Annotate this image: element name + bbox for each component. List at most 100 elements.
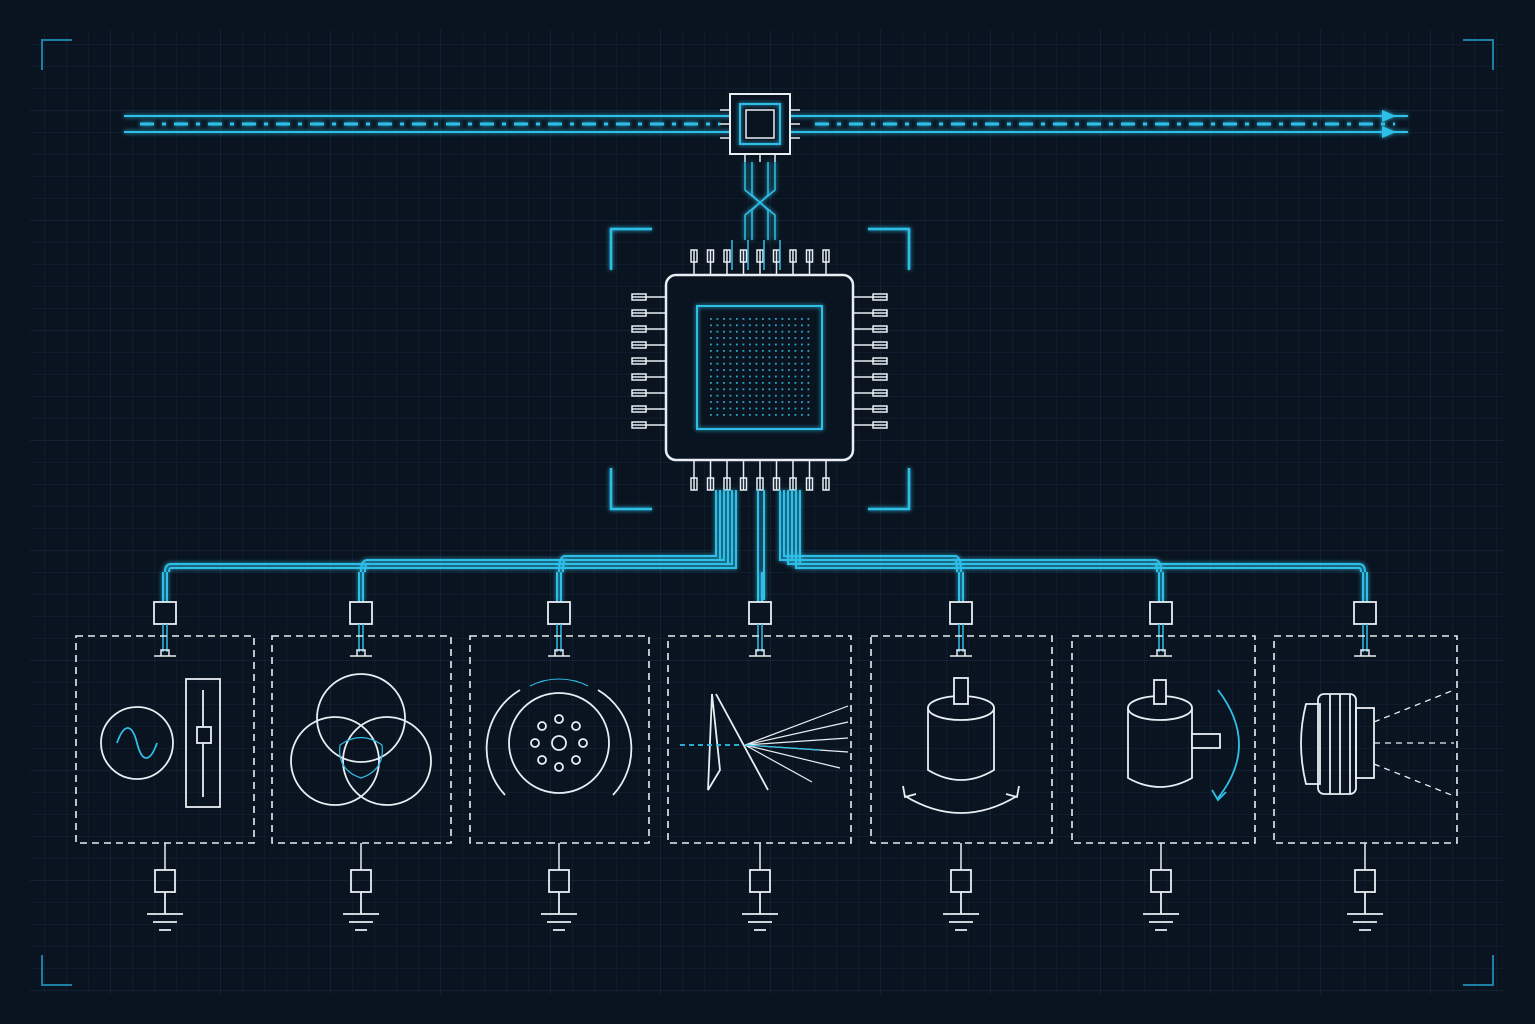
die-dot <box>723 401 725 403</box>
connector-square <box>153 601 177 625</box>
chip-pin <box>822 460 830 491</box>
die-dot <box>742 388 745 391</box>
die-dot <box>775 401 777 403</box>
connector-trace <box>1362 624 1368 652</box>
connector-terminal <box>548 649 570 657</box>
chip-pin <box>739 460 748 491</box>
ground-symbol <box>943 892 979 931</box>
die-dot <box>768 382 771 384</box>
die-dot <box>807 356 810 359</box>
chip-pin <box>739 249 748 275</box>
die-dot <box>736 407 738 410</box>
die-dot <box>781 324 784 327</box>
die-dot <box>807 343 810 346</box>
die-dot <box>794 343 797 346</box>
die-dot <box>710 337 712 339</box>
die-dot <box>736 388 738 391</box>
die-dot <box>736 330 738 333</box>
die-dot <box>710 330 712 333</box>
die-dot <box>723 318 725 320</box>
chip-pin <box>690 460 698 491</box>
die-dot <box>794 362 797 365</box>
chip-pin <box>853 421 888 429</box>
die-dot <box>768 414 771 416</box>
die-dot <box>781 388 784 391</box>
die-dot <box>723 330 725 333</box>
bus-trace <box>164 490 733 573</box>
chip-pin <box>805 249 814 275</box>
rotation-arrow <box>904 795 1018 814</box>
chip-corner-brackets <box>609 227 911 511</box>
die-dot <box>807 394 810 397</box>
chip-pin <box>631 309 666 317</box>
die-dot <box>749 362 751 365</box>
die-dot <box>710 375 712 378</box>
chip-pin <box>631 357 666 365</box>
die-dot <box>742 318 745 320</box>
speaker-dot <box>571 721 581 731</box>
fan-beam <box>744 705 849 746</box>
sound-arc-left <box>485 689 521 796</box>
die-dot <box>794 324 797 327</box>
die-dot <box>755 324 758 327</box>
chip-pin <box>789 249 797 275</box>
die-dot <box>762 318 764 320</box>
die-dot <box>736 375 738 378</box>
die-dot <box>762 394 764 397</box>
module-rotary-motor <box>870 601 1053 931</box>
bus-drop <box>358 572 364 602</box>
die-dot <box>788 375 790 378</box>
die-dot <box>775 343 777 346</box>
die-dot <box>788 318 790 320</box>
die-dot <box>807 407 810 410</box>
ground-symbol <box>343 892 379 931</box>
die-dot <box>801 362 803 365</box>
die-dot <box>788 356 790 359</box>
venn-center <box>339 736 383 779</box>
rotation-arrowhead <box>1211 789 1227 802</box>
connector-trace <box>556 624 562 652</box>
die-dot <box>801 318 803 320</box>
die-dot <box>768 318 771 320</box>
die-dot <box>768 343 771 346</box>
die-dot <box>755 356 758 359</box>
die-dot <box>788 407 790 410</box>
motor-shaft <box>953 677 969 705</box>
chip-pin <box>631 421 666 429</box>
camera-lens-icon <box>1300 689 1455 797</box>
die-dot <box>736 382 738 384</box>
module-signal-generator <box>75 601 255 931</box>
chip-pin <box>690 249 698 275</box>
distribution-bus <box>162 490 1368 602</box>
die-dot <box>781 343 784 346</box>
die-dot <box>762 356 764 359</box>
die-dot <box>781 318 784 320</box>
module-box <box>271 635 452 844</box>
die-dot <box>723 356 725 359</box>
chip-pin <box>631 293 666 301</box>
die-dot <box>775 356 777 359</box>
die-dot <box>801 401 803 403</box>
die-dot <box>781 401 784 403</box>
die-dot <box>755 414 758 416</box>
bus-arrow-top <box>1382 110 1396 122</box>
die-dot <box>729 394 732 397</box>
die-dot <box>788 401 790 403</box>
chip-pin <box>706 249 715 275</box>
die-dot <box>716 401 719 403</box>
chip-pin <box>723 460 731 491</box>
die-dot <box>768 375 771 378</box>
die-dot <box>775 350 777 352</box>
die-dot <box>768 388 771 391</box>
motor-body <box>927 708 995 781</box>
die-dot <box>742 350 745 352</box>
die-dot <box>729 343 732 346</box>
speaker-dot <box>537 721 547 731</box>
die-dot <box>716 375 719 378</box>
die-dot <box>801 388 803 391</box>
bus-drop <box>556 572 562 602</box>
chip-pin <box>822 249 830 275</box>
die-dot <box>768 337 771 339</box>
bus-trace <box>360 490 725 573</box>
die-dot <box>755 362 758 365</box>
